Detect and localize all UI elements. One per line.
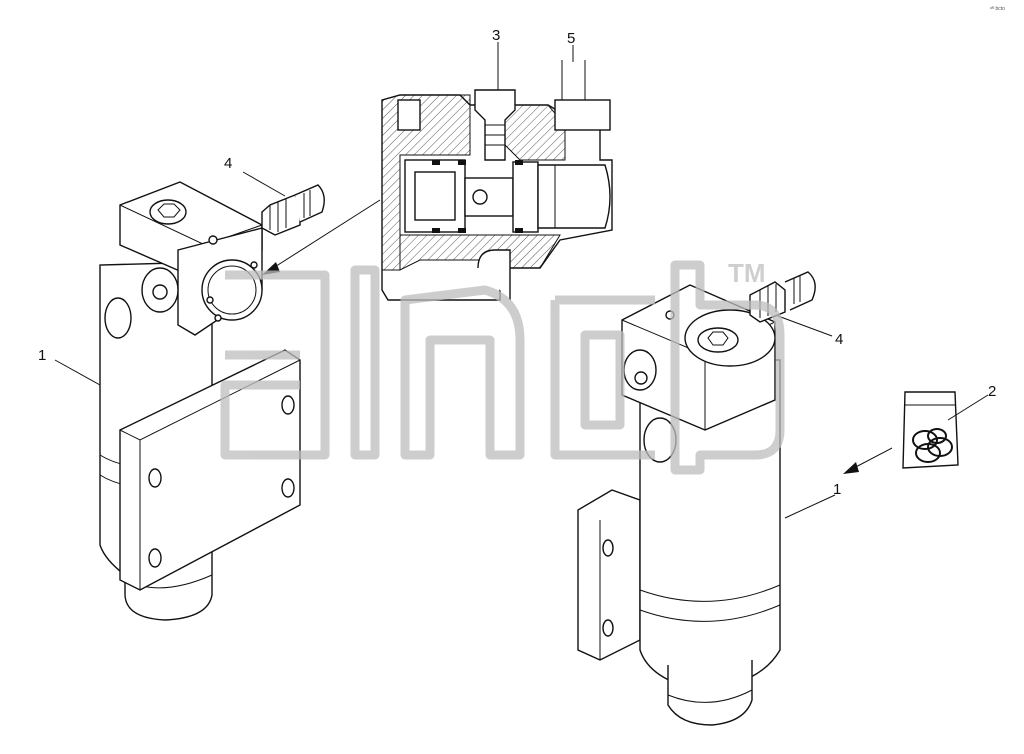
left-fitting-item-4	[261, 184, 325, 236]
right-fitting-item-4	[749, 271, 816, 323]
callout-1-right: 1	[833, 481, 841, 498]
seal-kit-bag-item-2	[902, 391, 959, 469]
callout-4-left: 4	[224, 155, 232, 172]
callout-5: 5	[567, 30, 575, 47]
callout-2: 2	[988, 383, 996, 400]
callout-4-right: 4	[835, 331, 843, 348]
left-valve-assembly	[99, 181, 301, 621]
corner-mark: ᵃᴿ bcto	[990, 6, 1005, 12]
watermark-trademark: TM	[728, 258, 766, 288]
callout-1-left: 1	[38, 347, 46, 364]
callout-3: 3	[492, 27, 500, 44]
watermark-logo	[220, 260, 785, 475]
section-view	[381, 60, 613, 301]
